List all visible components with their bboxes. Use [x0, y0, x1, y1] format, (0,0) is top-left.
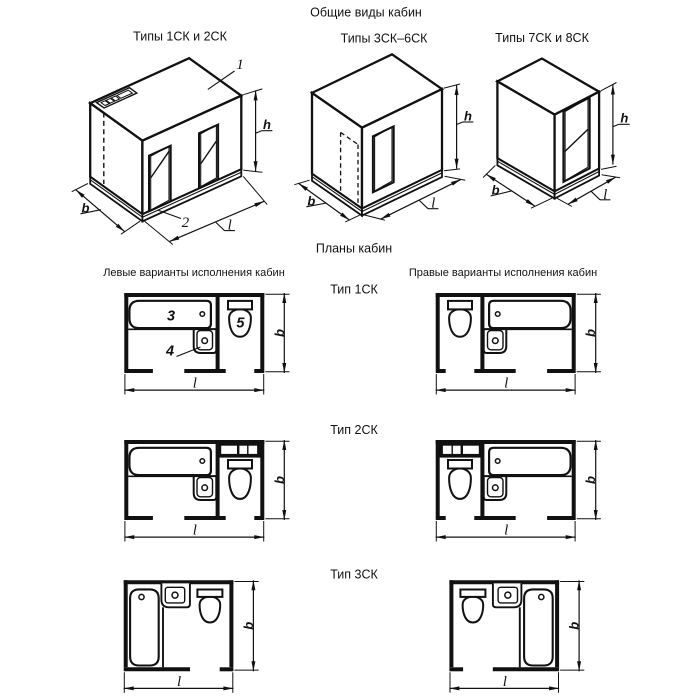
svg-text:h: h	[464, 108, 472, 123]
svg-text:h: h	[620, 111, 628, 126]
svg-text:b: b	[583, 329, 598, 337]
svg-text:Типы 1СК и 2СК: Типы 1СК и 2СК	[133, 30, 227, 44]
svg-text:b: b	[272, 329, 287, 337]
svg-text:Общие виды кабин: Общие виды кабин	[310, 6, 422, 20]
svg-text:4: 4	[165, 344, 174, 360]
svg-text:l: l	[177, 674, 181, 690]
svg-text:l: l	[228, 218, 232, 234]
svg-text:l: l	[504, 523, 508, 539]
svg-text:b: b	[492, 183, 500, 198]
svg-text:Типы 3СК–6СК: Типы 3СК–6СК	[341, 32, 428, 46]
svg-text:b: b	[307, 193, 315, 208]
svg-text:Тип 1СК: Тип 1СК	[330, 283, 378, 297]
svg-text:Левые варианты исполнения каби: Левые варианты исполнения кабин	[103, 267, 285, 279]
svg-text:Типы 7СК и 8СК: Типы 7СК и 8СК	[495, 31, 589, 45]
svg-text:b: b	[82, 200, 90, 215]
svg-text:Тип 3СК: Тип 3СК	[330, 568, 378, 582]
svg-text:b: b	[272, 476, 287, 484]
svg-text:h: h	[263, 117, 271, 132]
svg-text:l: l	[504, 376, 508, 392]
svg-text:3: 3	[167, 309, 175, 325]
svg-text:b: b	[583, 476, 598, 484]
svg-text:l: l	[431, 196, 435, 212]
svg-text:l: l	[503, 674, 507, 690]
svg-text:5: 5	[236, 316, 245, 332]
svg-text:Планы кабин: Планы кабин	[316, 242, 392, 256]
svg-text:l: l	[603, 187, 607, 203]
svg-text:b: b	[567, 622, 582, 630]
svg-text:1: 1	[236, 57, 244, 73]
svg-text:b: b	[241, 622, 256, 630]
svg-text:Правые варианты исполнения каб: Правые варианты исполнения кабин	[409, 267, 597, 279]
svg-text:2: 2	[182, 215, 190, 231]
svg-text:Тип 2СК: Тип 2СК	[330, 423, 378, 437]
svg-text:l: l	[193, 376, 197, 392]
svg-text:l: l	[193, 523, 197, 539]
